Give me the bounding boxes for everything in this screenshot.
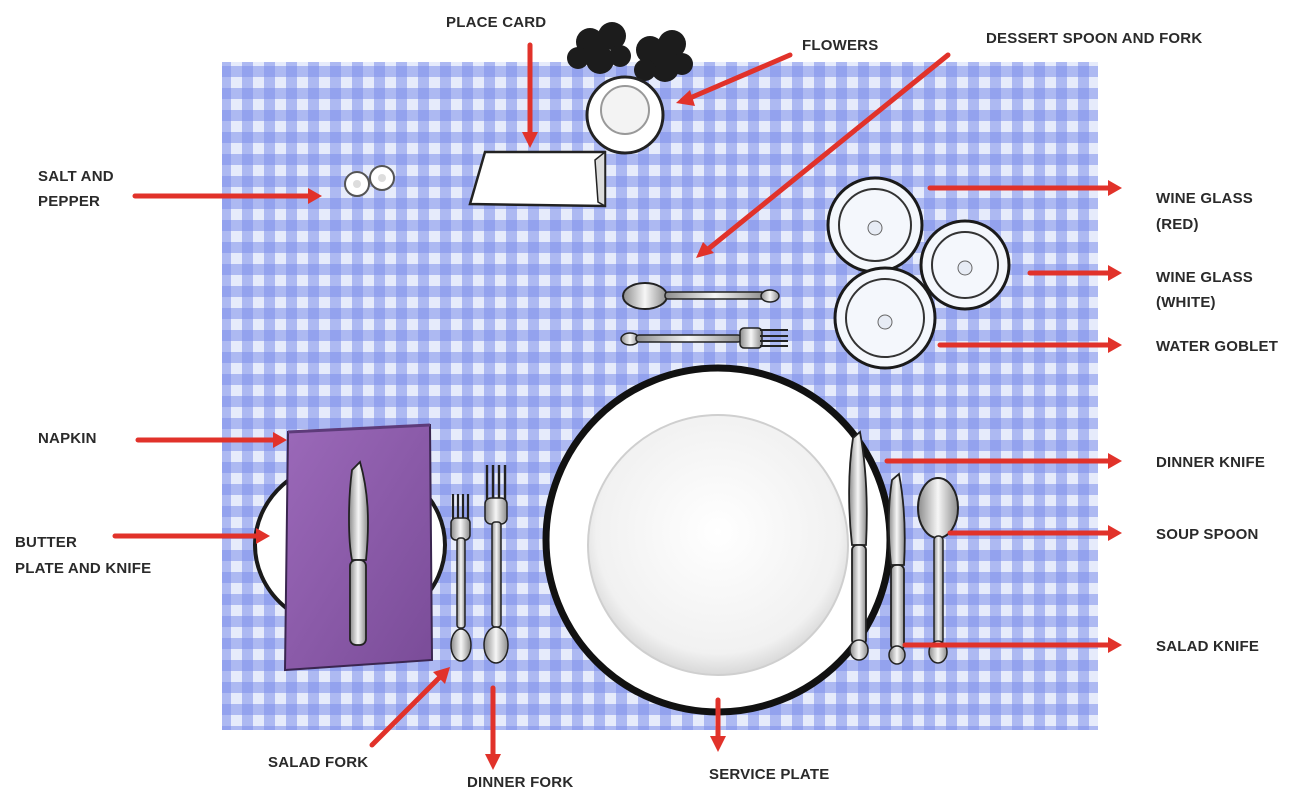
label-soup-spoon: SOUP SPOON <box>1156 522 1259 547</box>
label-service-plate: SERVICE PLATE <box>709 762 829 787</box>
place-card <box>470 152 605 206</box>
label-dinner-fork: DINNER FORK <box>467 770 573 795</box>
label-pepper: PEPPER <box>38 189 100 214</box>
wine-glass-white <box>921 221 1009 309</box>
label-butter: BUTTER <box>15 530 77 555</box>
label-white: (WHITE) <box>1156 290 1216 315</box>
label-salad-fork: SALAD FORK <box>268 750 368 775</box>
label-salt-and: SALT AND <box>38 164 114 189</box>
label-dessert-spoon-fork: DESSERT SPOON AND FORK <box>986 26 1202 51</box>
label-plate-and-knife: PLATE AND KNIFE <box>15 556 151 581</box>
label-wine-glass-white: WINE GLASS <box>1156 265 1253 290</box>
butter-knife <box>349 462 368 645</box>
label-flowers: FLOWERS <box>802 33 878 58</box>
label-wine-glass-red: WINE GLASS <box>1156 186 1253 211</box>
label-place-card: PLACE CARD <box>446 10 546 35</box>
label-salad-knife: SALAD KNIFE <box>1156 634 1259 659</box>
label-water-goblet: WATER GOBLET <box>1156 334 1278 359</box>
flower-left <box>567 22 631 74</box>
water-goblet <box>835 268 935 368</box>
service-plate <box>546 368 890 712</box>
salad-knife <box>889 474 905 664</box>
label-napkin: NAPKIN <box>38 426 97 451</box>
label-dinner-knife: DINNER KNIFE <box>1156 450 1265 475</box>
flower-right <box>634 30 693 82</box>
label-red: (RED) <box>1156 212 1199 237</box>
wine-glass-red <box>828 178 922 272</box>
